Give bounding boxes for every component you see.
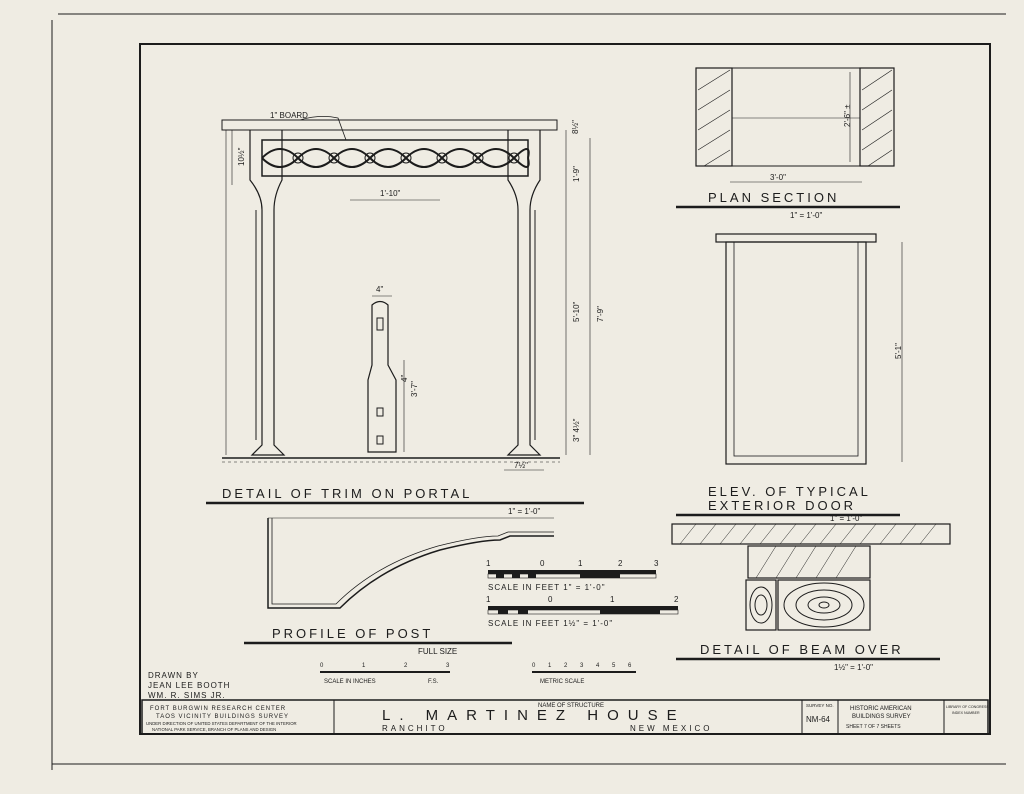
plan-dim-width: 3'-0" [770,173,786,182]
door-title-line1: ELEV. OF TYPICAL [708,484,871,499]
scale1-tick-2: 1 [578,559,583,568]
inch-fs: F.S. [428,679,439,685]
dim-right-2: 1'-9" [572,166,581,182]
scale-bar-1: 1 0 1 2 3 SCALE IN FEET 1" = 1'-0" [486,559,659,592]
metric-tick-1: 1 [548,663,552,669]
scale2-tick-1: 0 [548,595,553,604]
dim-right-4: 7'-9" [596,306,605,322]
dim-board-label: 1" BOARD [270,111,308,120]
scale-bar-2: 1 0 1 2 SCALE IN FEET 1½" = 1'-0" [486,595,679,628]
dim-span: 1'-10" [380,189,401,198]
survey-no-label: SURVEY NO. [806,703,834,708]
portal-trim-title: DETAIL OF TRIM ON PORTAL 1" = 1'-0" [206,486,584,516]
dim-post-h1: 4" [400,375,409,382]
loc-line-2: INDEX NUMBER [952,711,980,715]
loc-line-1: LIBRARY OF CONGRESS [946,705,989,709]
dim-post-h2: 3'-7" [410,381,419,397]
dim-right-5: 3" 4½" [572,418,581,442]
beam-title: DETAIL OF BEAM OVER [700,642,904,657]
door-elevation-drawing [715,233,903,465]
beam-scale: 1½" = 1'-0" [834,663,873,672]
door-dim-height: 5'-1" [894,343,903,359]
post-profile-title: PROFILE OF POST [272,626,433,641]
dim-post-width: 4" [376,285,383,294]
structure-name-label: NAME OF STRUCTURE [538,703,604,709]
portal-trim-drawing [221,116,591,471]
post-profile-scale: FULL SIZE [418,647,457,656]
portal-trim-title-text: DETAIL OF TRIM ON PORTAL [222,486,472,501]
scale1-label: SCALE IN FEET 1" = 1'-0" [488,583,606,592]
post-profile-drawing [267,517,554,609]
portal-trim-scale: 1" = 1'-0" [508,507,540,516]
sheet-count: SHEET 7 OF 7 SHEETS [846,724,901,730]
org-line-4: NATIONAL PARK SERVICE, BRANCH OF PLANS A… [152,727,276,732]
scale1-tick-3: 2 [618,559,623,568]
door-elevation-labels: 5'-1" ELEV. OF TYPICAL EXTERIOR DOOR [676,343,903,517]
metric-tick-2: 2 [564,663,568,669]
scale-metric: 0 1 2 3 4 5 6 METRIC SCALE [532,663,636,685]
plan-dim-height: 2'-6" ± [843,104,852,127]
scale2-tick-2: 1 [610,595,615,604]
title-block: FORT BURGWIN RESEARCH CENTER TAOS VICINI… [141,699,989,735]
metric-tick-3: 3 [580,663,584,669]
survey-no: NM-64 [806,715,831,724]
plan-section-labels: 3'-0" 2'-6" ± PLAN SECTION 1" = 1'-0" [676,104,900,220]
inch-label: SCALE IN INCHES [324,679,376,685]
beam-detail-labels: 1" = 1'-0" DETAIL OF BEAM OVER 1½" = 1'-… [676,514,940,672]
org-line-2: TAOS VICINITY BUILDINGS SURVEY [156,714,289,720]
drawn-by-name-2: WM. R. SIMS JR. [148,691,226,700]
org-line-3: UNDER DIRECTION OF UNITED STATES DEPARTM… [146,721,297,726]
dim-right-1: 8½" [571,120,580,134]
plan-section-title: PLAN SECTION [708,190,839,205]
metric-tick-5: 5 [612,663,616,669]
drawn-by-label: DRAWN BY [148,671,199,680]
beam-top-scale: 1" = 1'-0" [830,514,862,523]
metric-tick-4: 4 [596,663,600,669]
org-line-1: FORT BURGWIN RESEARCH CENTER [150,706,286,712]
dim-bottom: 7½" [514,461,528,470]
structure-state: NEW MEXICO [630,724,712,733]
scale2-tick-3: 2 [674,595,679,604]
scale2-tick-0: 1 [486,595,491,604]
door-title-line2: EXTERIOR DOOR [708,498,856,513]
portal-trim-dimensions: 1" BOARD 10½" 1'-10" 4" 4" 3'-7" 8½" 1'-… [237,111,605,470]
inch-tick-1: 1 [362,663,366,669]
scale1-tick-0: 1 [486,559,491,568]
scale1-tick-4: 3 [654,559,659,568]
structure-name: L. MARTINEZ HOUSE [382,707,686,724]
plan-section-drawing [695,67,895,183]
post-profile-labels: PROFILE OF POST FULL SIZE [244,626,512,656]
dim-top-left: 10½" [237,147,246,166]
inch-tick-2: 2 [404,663,408,669]
scale1-tick-1: 0 [540,559,545,568]
scale2-label: SCALE IN FEET 1½" = 1'-0" [488,619,613,628]
drawn-by-name-1: JEAN LEE BOOTH [148,681,230,690]
beam-detail-drawing [671,523,951,631]
drawn-by: DRAWN BY JEAN LEE BOOTH WM. R. SIMS JR. [148,671,230,700]
inch-tick-3: 3 [446,663,450,669]
inch-tick-0: 0 [320,663,324,669]
habs-line-1: HISTORIC AMERICAN [850,706,912,712]
dim-right-3: 5'-10" [572,301,581,322]
scale-inches: 0 1 2 3 SCALE IN INCHES F.S. [320,663,450,685]
metric-tick-6: 6 [628,663,632,669]
habs-line-2: BUILDINGS SURVEY [852,714,911,720]
metric-label: METRIC SCALE [540,679,584,685]
plan-section-scale: 1" = 1'-0" [790,211,822,220]
structure-location: RANCHITO [382,724,448,733]
metric-tick-0: 0 [532,663,536,669]
